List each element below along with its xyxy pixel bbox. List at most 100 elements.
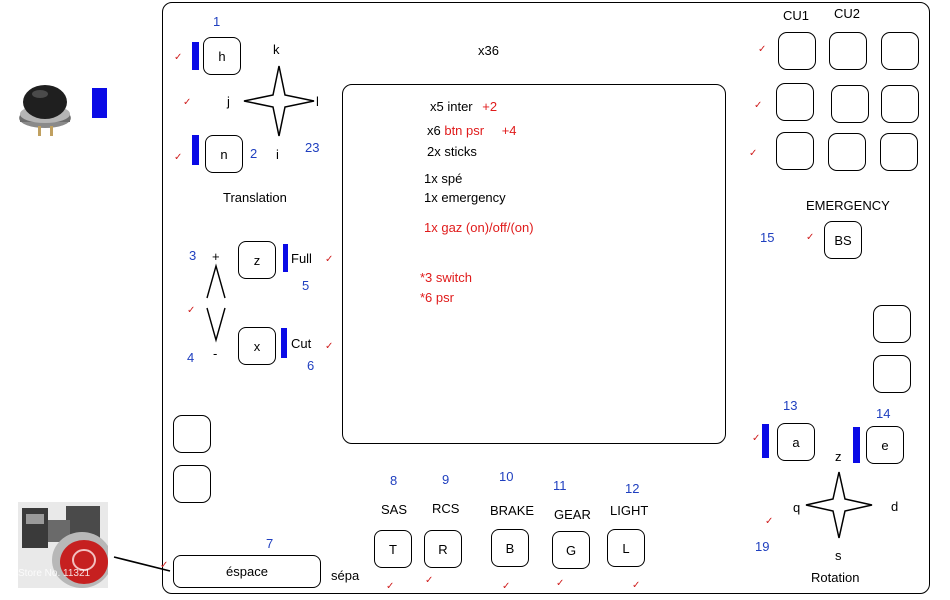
check-mark: ✓ xyxy=(632,580,641,591)
key-t[interactable]: T xyxy=(374,530,412,568)
compass-k: k xyxy=(273,42,280,57)
marker-cut xyxy=(281,328,287,358)
space-side-label: sépa xyxy=(331,568,360,583)
button-count: x36 xyxy=(478,43,499,58)
compass-s: s xyxy=(835,548,842,563)
key-z[interactable]: z xyxy=(238,241,276,279)
number-5: 5 xyxy=(302,278,310,293)
note-sticks: 2x sticks xyxy=(427,144,477,159)
red-button-photo: Store No. 11321 xyxy=(18,502,112,588)
number-14: 14 xyxy=(876,406,891,421)
check-mark: ✓ xyxy=(556,578,565,589)
marker-a xyxy=(762,424,769,458)
emergency-title: EMERGENCY xyxy=(806,198,890,213)
brake-label: BRAKE xyxy=(490,503,535,518)
compass-i: i xyxy=(276,147,279,162)
rotation-title: Rotation xyxy=(811,570,860,585)
number-15: 15 xyxy=(760,230,775,245)
check-mark: ✓ xyxy=(183,97,192,108)
rcs-label: RCS xyxy=(432,501,460,516)
number-9: 9 xyxy=(442,472,450,487)
number-7: 7 xyxy=(266,536,274,551)
check-mark: ✓ xyxy=(754,100,763,111)
cu2-label: CU2 xyxy=(834,6,861,21)
cu-slot-3-2[interactable] xyxy=(828,133,866,171)
check-mark: ✓ xyxy=(325,341,334,352)
note-btn-prefix: x6 xyxy=(427,123,445,138)
key-n[interactable]: n xyxy=(205,135,243,173)
key-h[interactable]: h xyxy=(203,37,241,75)
note-spe: 1x spé xyxy=(424,171,463,186)
empty-slot-left-1[interactable] xyxy=(173,415,211,453)
controller-panel xyxy=(162,2,930,594)
translation-star-icon xyxy=(243,65,315,137)
note-btn-extra: +4 xyxy=(501,123,517,138)
note-btn-psr: x6 btn psr +4 xyxy=(427,123,517,138)
number-13: 13 xyxy=(783,398,798,413)
rotation-star-icon xyxy=(805,471,873,539)
key-r[interactable]: R xyxy=(424,530,462,568)
check-mark: ✓ xyxy=(174,52,183,63)
translation-title: Translation xyxy=(223,190,287,205)
throttle-arrows-icon xyxy=(206,263,226,343)
cu-slot-2-1[interactable] xyxy=(776,83,814,121)
number-23: 23 xyxy=(305,140,320,155)
check-mark: ✓ xyxy=(160,560,169,571)
marker-n xyxy=(192,135,199,165)
key-e[interactable]: e xyxy=(866,426,904,464)
photo-caption: Store No. 11321 xyxy=(18,568,91,579)
cut-label: Cut xyxy=(291,336,312,351)
compass-q: q xyxy=(793,500,801,515)
gear-label: GEAR xyxy=(554,507,591,522)
number-3: 3 xyxy=(189,248,197,263)
number-6: 6 xyxy=(307,358,315,373)
cu-slot-3-3[interactable] xyxy=(880,133,918,171)
check-mark: ✓ xyxy=(765,516,774,527)
note-switch: *3 switch xyxy=(420,270,473,285)
key-b[interactable]: B xyxy=(491,529,529,567)
sas-label: SAS xyxy=(381,502,408,517)
number-19: 19 xyxy=(755,539,770,554)
note-psr: *6 psr xyxy=(420,290,454,305)
throttle-plus: + xyxy=(212,249,220,264)
key-x[interactable]: x xyxy=(238,327,276,365)
note-gaz: 1x gaz (on)/off/(on) xyxy=(424,220,534,235)
cu-slot-2-2[interactable] xyxy=(831,85,869,123)
notes-box xyxy=(342,84,726,444)
connector-line xyxy=(113,556,171,572)
number-4: 4 xyxy=(187,350,195,365)
marker-e xyxy=(853,427,860,463)
marker-h xyxy=(192,42,199,70)
empty-slot-right-1[interactable] xyxy=(873,305,911,343)
cu-slot-1-1[interactable] xyxy=(778,32,816,70)
compass-d: d xyxy=(891,499,899,514)
key-l[interactable]: L xyxy=(607,529,645,567)
cu-slot-1-2[interactable] xyxy=(829,32,867,70)
cu-slot-2-3[interactable] xyxy=(881,85,919,123)
check-mark: ✓ xyxy=(806,232,815,243)
compass-j: j xyxy=(227,94,230,109)
check-mark: ✓ xyxy=(752,433,761,444)
number-1: 1 xyxy=(213,14,221,29)
number-10: 10 xyxy=(499,469,514,484)
key-g[interactable]: G xyxy=(552,531,590,569)
cu-slot-1-3[interactable] xyxy=(881,32,919,70)
throttle-minus: - xyxy=(213,346,218,361)
check-mark: ✓ xyxy=(758,44,767,55)
check-mark: ✓ xyxy=(325,254,334,265)
cu-slot-3-1[interactable] xyxy=(776,132,814,170)
empty-slot-right-2[interactable] xyxy=(873,355,911,393)
empty-slot-left-2[interactable] xyxy=(173,465,211,503)
push-button-marker xyxy=(92,88,107,118)
key-space[interactable]: éspace xyxy=(173,555,321,588)
check-mark: ✓ xyxy=(502,581,511,592)
key-bs[interactable]: BS xyxy=(824,221,862,259)
note-btn-red: btn psr xyxy=(444,123,485,138)
full-label: Full xyxy=(291,251,312,266)
light-label: LIGHT xyxy=(610,503,649,518)
check-mark: ✓ xyxy=(386,581,395,592)
key-a[interactable]: a xyxy=(777,423,815,461)
check-mark: ✓ xyxy=(174,152,183,163)
number-2: 2 xyxy=(250,146,258,161)
number-8: 8 xyxy=(390,473,398,488)
